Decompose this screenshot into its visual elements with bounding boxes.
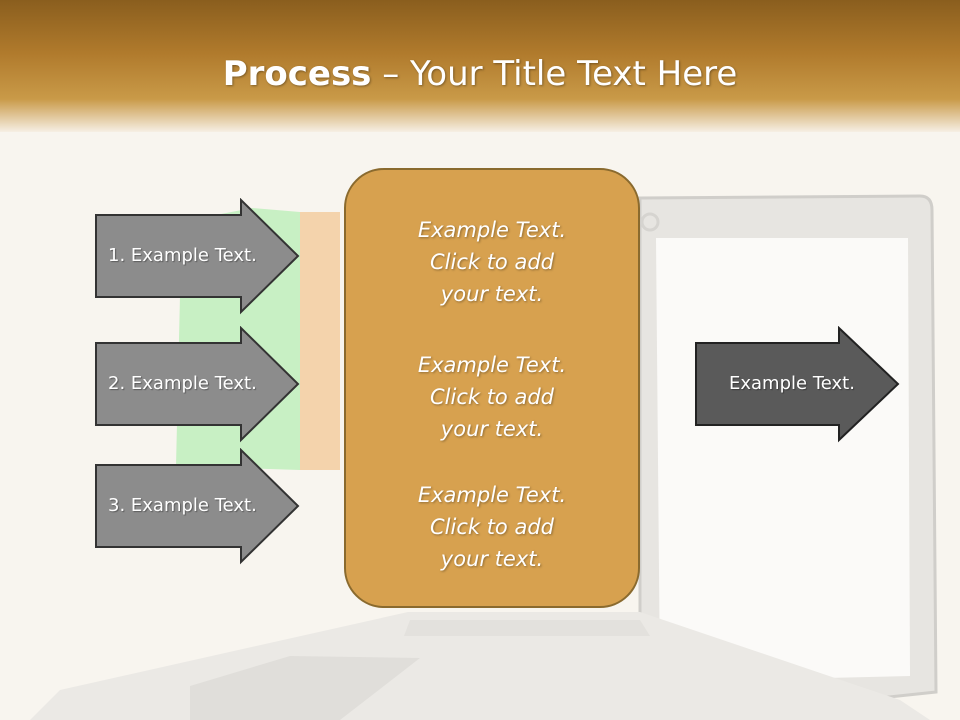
center-paragraph-2: Example Text. Click to add your text.	[346, 349, 638, 445]
center-line: Example Text.	[417, 483, 567, 507]
center-paragraph-1: Example Text. Click to add your text.	[346, 214, 638, 310]
laptop-hinge-shape	[404, 620, 650, 636]
center-text-box: Example Text. Click to add your text. Ex…	[344, 168, 640, 608]
center-line: Example Text.	[417, 353, 567, 377]
keyboard-area-shape	[190, 656, 420, 720]
title-bold-part: Process	[222, 54, 372, 94]
header-band	[0, 0, 960, 132]
center-paragraph-3: Example Text. Click to add your text.	[346, 479, 638, 575]
slide-title: Process – Your Title Text Here	[0, 52, 960, 96]
center-line: Click to add	[429, 250, 554, 274]
folder-tab-orange-shape	[300, 212, 340, 470]
center-line: Click to add	[429, 515, 554, 539]
center-line: your text.	[440, 547, 544, 571]
center-line: your text.	[440, 417, 544, 441]
center-line: Click to add	[429, 385, 554, 409]
center-line: Example Text.	[417, 218, 567, 242]
step-label-1: 1. Example Text.	[108, 245, 257, 266]
step-arrow-2	[95, 326, 300, 443]
step-label-2: 2. Example Text.	[108, 373, 257, 394]
step-label-3: 3. Example Text.	[108, 495, 257, 516]
webcam-icon	[640, 212, 660, 232]
step-arrow-3	[95, 448, 300, 565]
output-arrow	[695, 326, 900, 443]
center-line: your text.	[440, 282, 544, 306]
title-rest-part: – Your Title Text Here	[371, 54, 738, 94]
laptop-screen-shape	[656, 238, 910, 682]
output-arrow-label: Example Text.	[729, 373, 855, 394]
step-arrow-1	[95, 198, 300, 315]
